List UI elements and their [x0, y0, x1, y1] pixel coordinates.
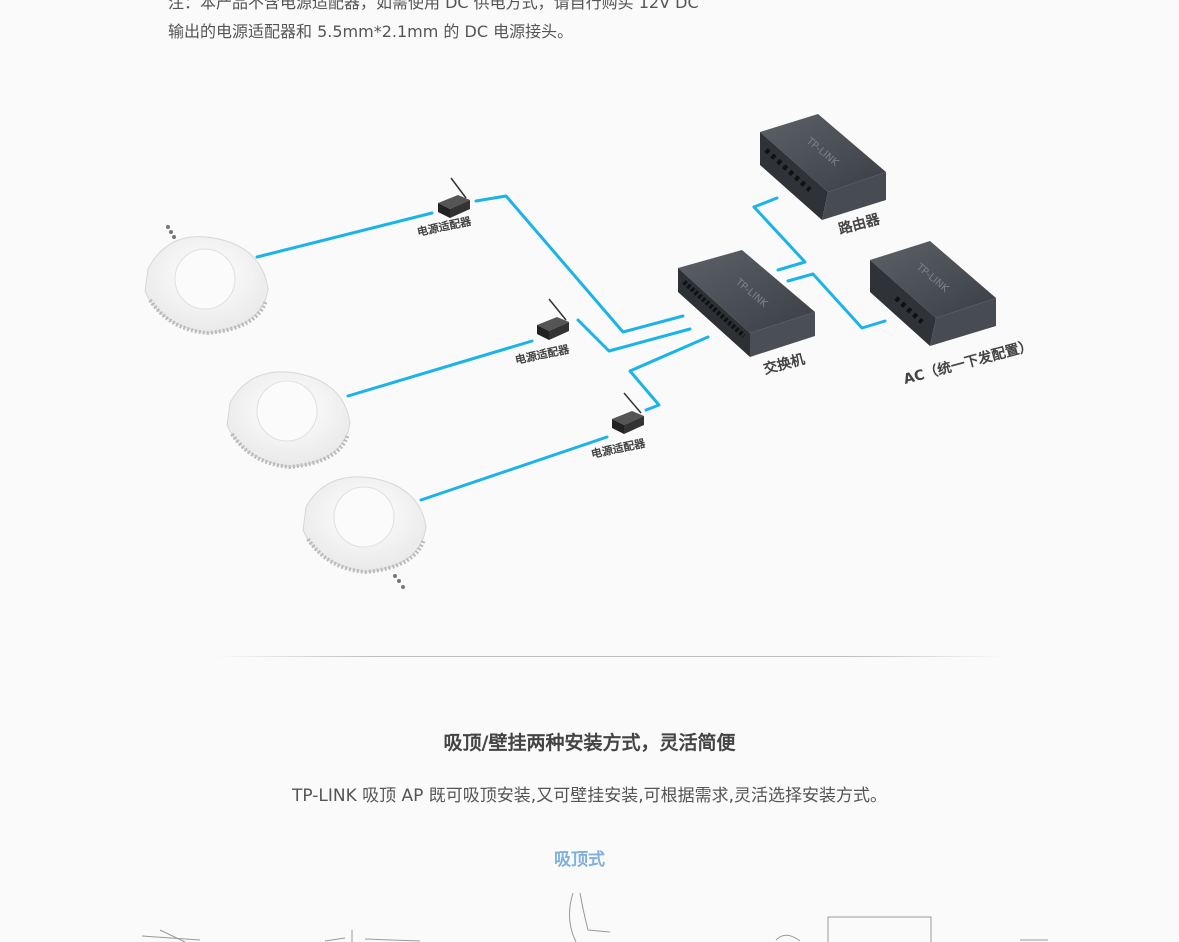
installation-title: 吸顶/壁挂两种安装方式，灵活简便 — [443, 732, 736, 754]
ac-controller-device: TP-LINK AC（统一下发配置） — [870, 241, 1035, 388]
access-point-2 — [226, 371, 351, 470]
installation-sketch — [141, 892, 1048, 942]
power-adapter-3: 电源适配器 — [590, 392, 647, 461]
section-divider — [215, 656, 1005, 657]
access-point-3 — [302, 476, 427, 589]
cable-switch-router — [752, 196, 807, 272]
cable-ap1-adapter — [255, 211, 434, 259]
tab-ceiling-mount[interactable]: 吸顶式 — [554, 850, 605, 870]
ac-label: AC（统一下发配置） — [902, 337, 1035, 388]
network-topology-diagram: 电源适配器 电源适配器 电源适配器 TP-LINK 交换机 TP-LINK 路由… — [144, 114, 1035, 589]
connection-cables — [255, 194, 887, 502]
cable-adapter2-switch — [576, 318, 692, 353]
sketch-lines — [141, 892, 1048, 942]
cable-ap2-adapter — [346, 339, 534, 398]
switch-device: TP-LINK 交换机 — [678, 250, 815, 378]
cable-switch-ac — [786, 272, 887, 330]
cable-adapter1-switch — [474, 194, 685, 334]
power-note-line-1: 注：本产品不含电源适配器，如需使用 DC 供电方式，请自行购买 12V DC — [168, 0, 699, 12]
power-adapter-1: 电源适配器 — [416, 177, 474, 239]
router-label: 路由器 — [837, 210, 883, 238]
access-point-1 — [144, 225, 269, 336]
power-note: 注：本产品不含电源适配器，如需使用 DC 供电方式，请自行购买 12V DC 输… — [168, 0, 788, 46]
power-note-line-2: 输出的电源适配器和 5.5mm*2.1mm 的 DC 电源接头。 — [168, 22, 574, 41]
adapter-label-1: 电源适配器 — [416, 214, 474, 239]
power-adapter-2: 电源适配器 — [514, 298, 571, 367]
cable-adapter3-switch — [628, 335, 710, 412]
switch-label: 交换机 — [762, 351, 807, 378]
installation-description: TP-LINK 吸顶 AP 既可吸顶安装,又可壁挂安装,可根据需求,灵活选择安装… — [291, 786, 888, 806]
router-device: TP-LINK 路由器 — [760, 114, 886, 238]
cable-ap3-adapter — [419, 435, 609, 502]
